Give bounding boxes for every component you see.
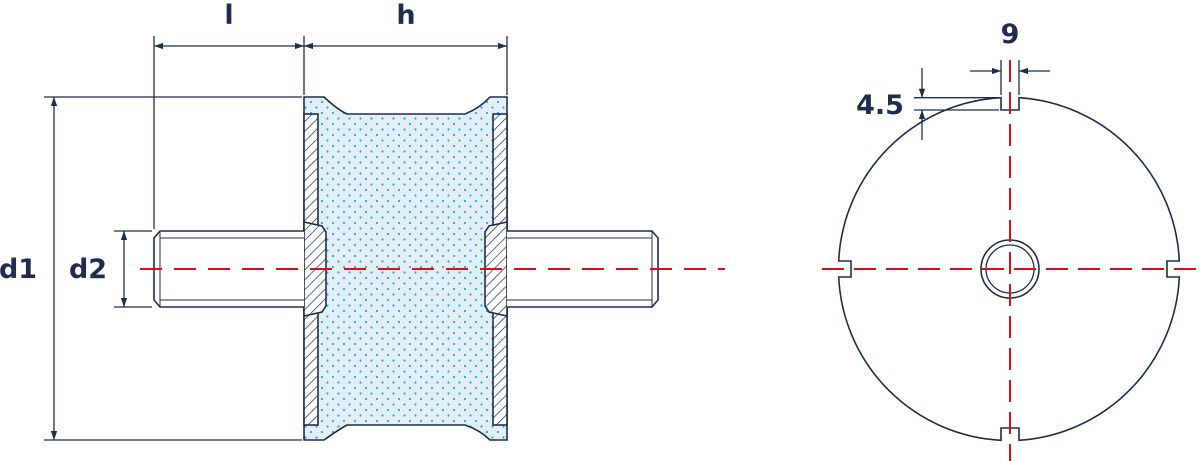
dimension-d1 — [44, 96, 302, 441]
dimension-slot-width — [970, 60, 1050, 95]
label-h: h — [396, 0, 415, 31]
label-d1: d1 — [0, 254, 37, 285]
label-slot-width: 9 — [1001, 19, 1020, 50]
rubber-body — [303, 96, 508, 441]
side-view — [140, 96, 725, 441]
label-d2: d2 — [69, 254, 107, 285]
dimension-d2 — [114, 230, 152, 308]
dimension-slot-depth — [914, 68, 999, 140]
label-l: l — [224, 0, 233, 31]
dimension-l — [153, 36, 305, 229]
front-view — [822, 60, 1200, 461]
label-slot-depth: 4.5 — [856, 90, 904, 121]
dimension-h — [304, 36, 508, 95]
